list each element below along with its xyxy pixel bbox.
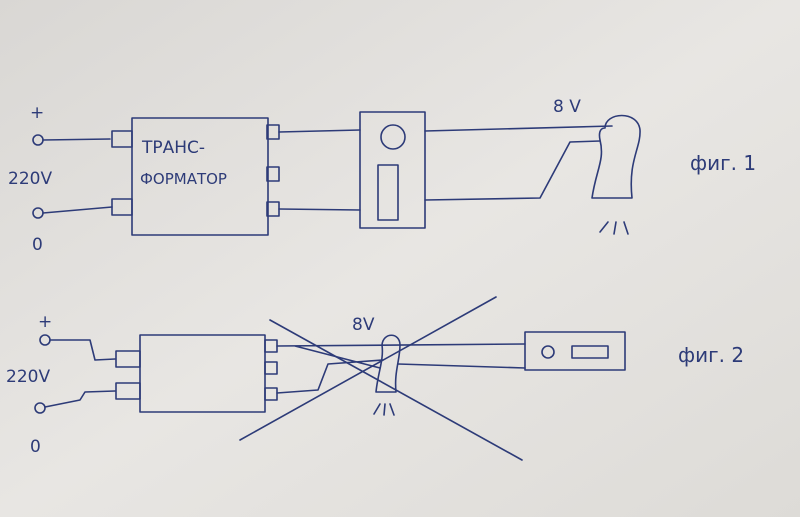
fig1-bulb xyxy=(591,114,641,199)
fig1-plus-label: + xyxy=(30,103,44,123)
fig1-switch-button xyxy=(380,124,406,150)
fig2-voltage-in: 220V xyxy=(6,367,50,387)
fig1-zero-label: 0 xyxy=(32,235,43,255)
fig2-switch-button xyxy=(541,345,555,359)
fig1-wire xyxy=(278,129,361,211)
fig1-transformer-label-2: ФОРМАТОР xyxy=(140,170,227,188)
fig1-terminal xyxy=(266,166,280,182)
fig2-caption: фиг. 2 xyxy=(678,343,744,367)
fig2-zero-label: 0 xyxy=(30,437,41,457)
fig1-terminal xyxy=(111,130,133,148)
fig2-light-rays xyxy=(373,403,395,416)
fig2-switch-box xyxy=(524,331,626,371)
fig2-switch-slot xyxy=(571,345,609,359)
fig2-wire xyxy=(49,339,116,361)
fig1-voltage-in: 220V xyxy=(8,169,52,189)
fig2-zero-terminal xyxy=(34,402,46,414)
fig1-transformer-box xyxy=(131,117,269,236)
fig2-cross-out-mark xyxy=(239,296,523,461)
fig2-terminal xyxy=(264,387,278,401)
fig1-voltage-out: 8 V xyxy=(553,97,581,117)
fig2-plus-label: + xyxy=(38,312,52,332)
fig2-voltage-out: 8V xyxy=(352,315,375,335)
fig1-transformer-label-1: ТРАНС- xyxy=(141,138,205,158)
fig1-wire xyxy=(42,138,111,141)
fig2-bulb xyxy=(375,334,401,393)
figure-2: + 220V 0 8V фиг. 2 xyxy=(6,296,744,461)
fig1-caption: фиг. 1 xyxy=(690,151,756,175)
fig1-wire xyxy=(424,125,613,201)
fig2-wire xyxy=(44,390,116,408)
fig2-terminal xyxy=(115,382,141,400)
figure-1: + 220V 0 ТРАНС- ФОРМАТОР 8 V фиг. 1 xyxy=(8,97,756,255)
fig1-switch-slot xyxy=(377,164,399,221)
fig1-wire xyxy=(42,206,113,214)
fig1-switch-box xyxy=(359,111,426,229)
fig2-terminal xyxy=(115,350,141,368)
fig2-terminal xyxy=(264,361,278,375)
fig1-light-rays xyxy=(599,221,629,235)
fig1-terminal xyxy=(111,198,133,216)
